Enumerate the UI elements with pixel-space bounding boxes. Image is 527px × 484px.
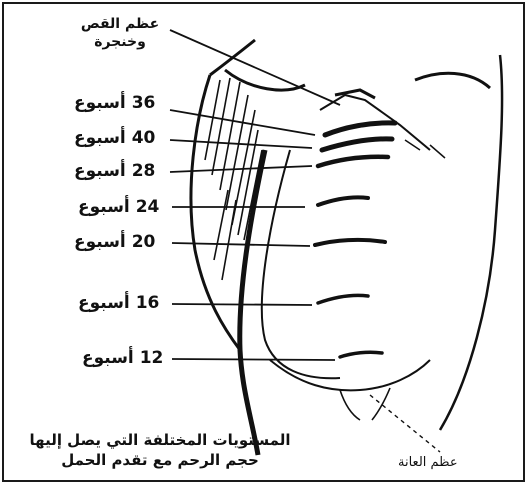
level-24-mark [318,197,368,205]
level-28-mark [318,157,388,166]
abdomen-mark [405,140,445,158]
breast-right [415,73,490,88]
week-word: أسبوع [78,197,130,217]
week-number: 28 [132,161,156,181]
week-word: أسبوع [82,348,134,368]
week-number: 40 [132,128,156,148]
torso-right-outline [440,55,502,430]
level-40-mark [322,139,392,150]
pubic-shape [340,388,390,420]
xiphoid-label-line1: عظم القص [60,15,180,33]
level-16-mark [318,295,368,303]
level-20-mark [315,240,385,245]
breast-left [225,70,305,90]
torso-shading [205,78,262,280]
week-label-28: 28 أسبوع [74,161,155,181]
pubic-pointer [370,395,440,452]
week-word: أسبوع [78,293,130,313]
belly-curve-left [262,150,340,378]
diagram-caption: المستويات المختلفة التي يصل إليها حجم ال… [10,430,310,470]
week-word: أسبوع [74,161,126,181]
week-number: 24 [136,197,160,217]
week-number: 16 [136,293,160,313]
xiphoid-label-line2: وخنجرة [60,33,180,51]
level-12-mark [340,352,382,357]
lower-belly-curve [270,360,430,390]
week-word: أسبوع [74,128,126,148]
level-36-mark [325,123,395,135]
week-label-20: 20 أسبوع [74,232,155,252]
week-label-12: 12 أسبوع [82,348,163,368]
week-number: 12 [140,348,164,368]
week-label-16: 16 أسبوع [78,293,159,313]
xiphoid-label: عظم القص وخنجرة [60,15,180,51]
week-label-40: 40 أسبوع [74,128,155,148]
week-label-24: 24 أسبوع [78,197,159,217]
week-number: 20 [132,232,156,252]
week-number: 36 [132,93,156,113]
week-word: أسبوع [74,93,126,113]
week-label-36: 36 أسبوع [74,93,155,113]
pubic-bone-label: عظم العانة [398,455,458,470]
fundal-level-marks [315,123,395,357]
week-word: أسبوع [74,232,126,252]
caption-line2: حجم الرحم مع تقدم الحمل [10,450,310,470]
caption-line1: المستويات المختلفة التي يصل إليها [10,430,310,450]
